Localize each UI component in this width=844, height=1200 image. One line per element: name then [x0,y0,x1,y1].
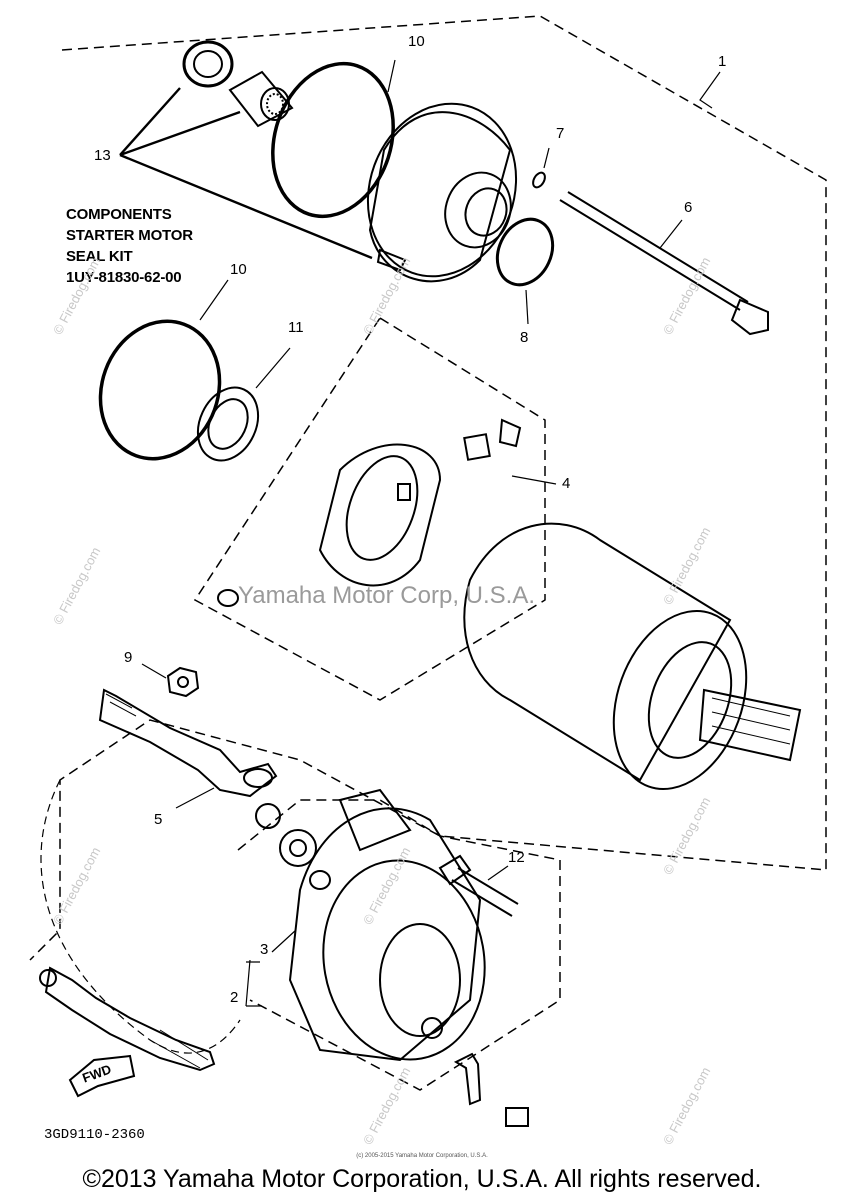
rear-cover [288,788,486,1062]
brush-set-boundary [193,316,546,701]
brush-block [463,433,491,461]
o-ring-top [271,61,395,219]
callout-2: 2 [230,989,239,1006]
kit-line-2: STARTER MOTOR [66,227,193,244]
callout-8: 8 [520,329,529,346]
nut [166,666,200,698]
through-bolt [559,191,769,336]
front-cover [366,102,518,283]
lead-wire [39,966,216,1072]
fwd-arrow [68,1054,136,1098]
callout-3: 3 [260,941,269,958]
assembly-boundary [29,15,827,961]
callout-12: 12 [508,849,525,866]
callout-7: 7 [556,125,565,142]
callout-11: 11 [288,319,304,336]
kit-line-1: COMPONENTS [66,206,172,223]
brush-spring [498,418,522,448]
terminal-lead [98,688,278,798]
callout-1: 1 [718,53,727,70]
o-ring-left [98,319,222,461]
motor-yoke [463,522,802,791]
brush-clip [217,589,239,607]
callout-4: 4 [562,475,571,492]
center-watermark: Yamaha Motor Corp, U.S.A. [238,582,535,609]
fine-print-copyright: (c) 2005-2015 Yamaha Motor Corporation, … [356,1153,488,1159]
callout-10-left: 10 [230,261,247,278]
bottom-brush [505,1107,529,1127]
callout-9: 9 [124,649,133,666]
brush-plate [318,443,442,587]
callout-5: 5 [154,811,163,828]
screw [438,854,519,917]
small-o-ring [532,171,546,189]
bottom-screw [453,1052,482,1106]
needle-bearing [228,70,294,128]
kit-line-3: SEAL KIT [66,248,133,265]
seal-kit-note: COMPONENTS STARTER MOTOR SEAL KIT 1UY-81… [66,204,193,288]
callout-6: 6 [684,199,693,216]
kit-line-4: 1UY-81830-62-00 [66,269,182,286]
insulator-2 [279,829,317,867]
small-o-ring-rear [309,870,331,890]
o-ring-8 [495,217,555,287]
callout-10-top: 10 [408,33,425,50]
seal-ring [182,40,234,88]
copyright-notice: ©2013 Yamaha Motor Corporation, U.S.A. A… [82,1165,762,1193]
insulator-1 [255,803,281,829]
lead-wire-guide [40,779,241,1054]
drawing-code: 3GD9110-2360 [44,1127,145,1143]
callout-13: 13 [94,147,111,164]
washer [196,386,260,462]
rear-cover-box [237,799,561,1091]
